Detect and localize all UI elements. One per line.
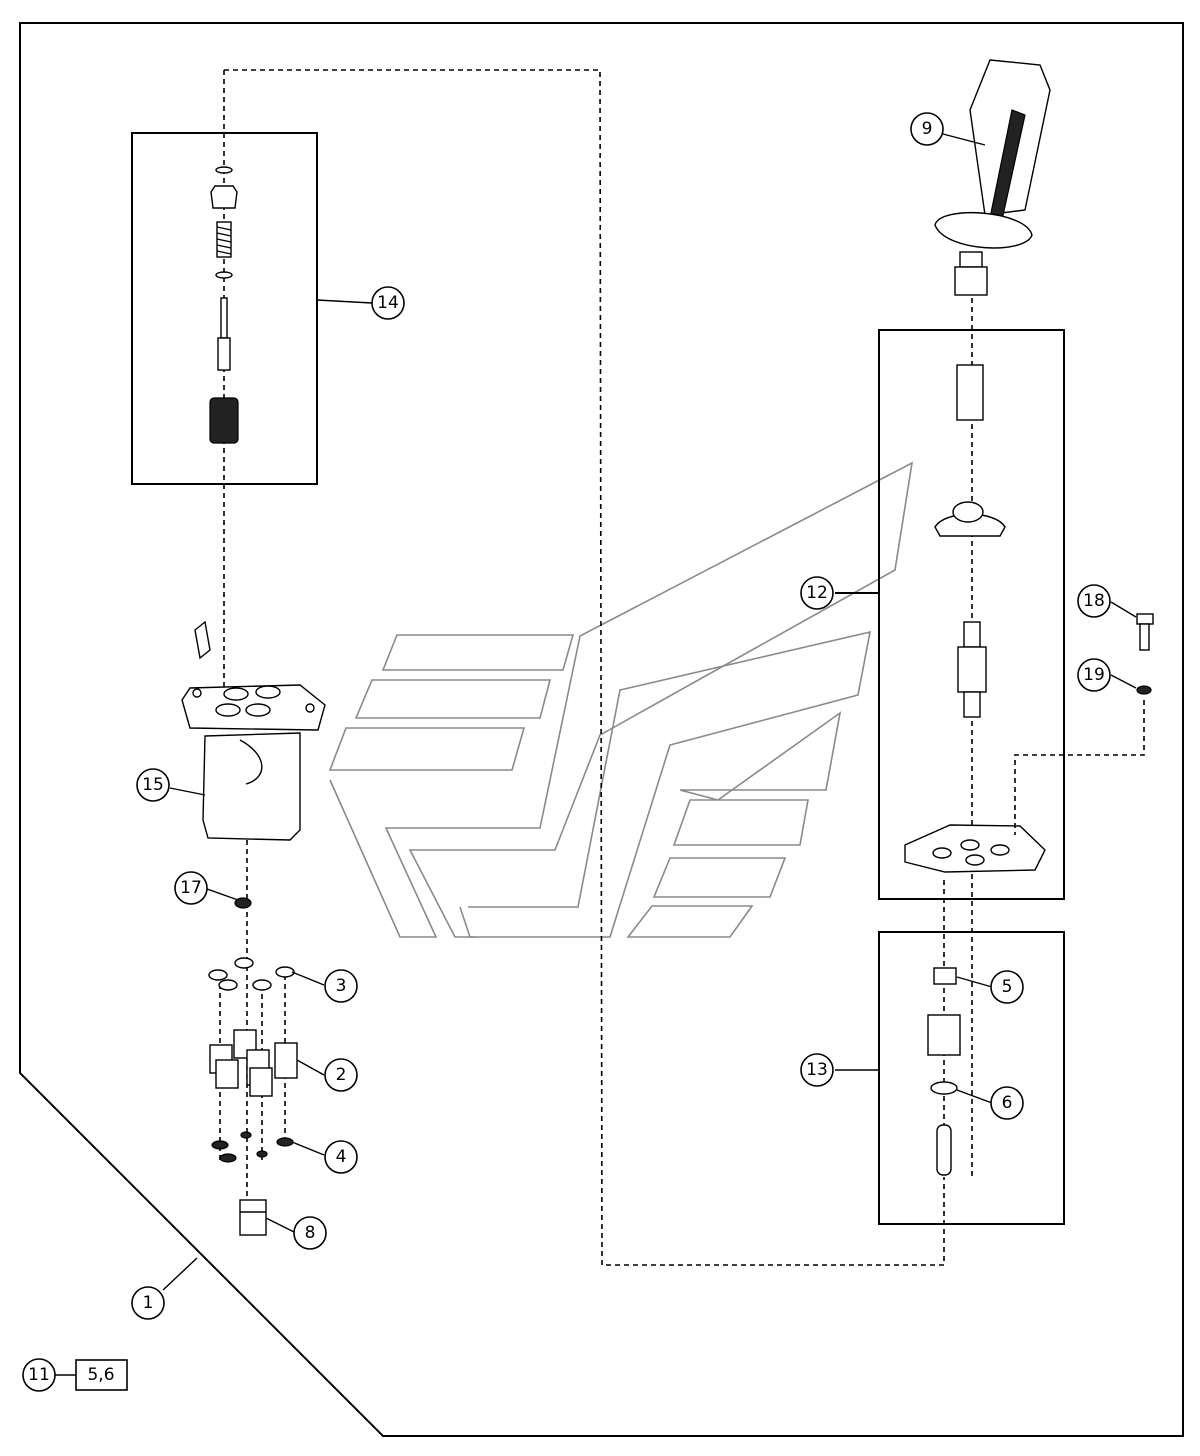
plunger-kit-parts xyxy=(927,967,961,1176)
callout-17-label: 17 xyxy=(180,878,202,898)
bolt-and-washer xyxy=(1136,613,1154,695)
leader-lines xyxy=(55,133,1137,1376)
joystick-handle-9 xyxy=(934,59,1051,296)
kit-box-13 xyxy=(878,931,1065,1225)
callout-17: 17 xyxy=(174,871,208,905)
callout-14: 14 xyxy=(371,286,405,320)
handle-mechanism-parts xyxy=(904,364,1046,873)
callout-19: 19 xyxy=(1077,658,1111,692)
callout-4: 4 xyxy=(324,1140,358,1174)
callout-6-label: 6 xyxy=(1002,1093,1013,1113)
callout-15-label: 15 xyxy=(142,775,164,795)
callout-1-label: 1 xyxy=(143,1293,154,1313)
callout-11-label: 11 xyxy=(28,1365,50,1385)
callout-14-label: 14 xyxy=(377,293,399,313)
housing-15 xyxy=(181,620,326,841)
callout-5: 5 xyxy=(990,970,1024,1004)
pilot-cartridge-parts xyxy=(209,166,239,444)
reference-box: 5,6 xyxy=(75,1359,128,1391)
reference-box-label: 5,6 xyxy=(87,1365,114,1385)
callout-1: 1 xyxy=(131,1286,165,1320)
callout-12-label: 12 xyxy=(806,583,828,603)
assembly-outline xyxy=(19,22,1184,1437)
seal-washers-and-plugs xyxy=(208,897,298,1236)
callout-19-label: 19 xyxy=(1083,665,1105,685)
callout-2-label: 2 xyxy=(336,1065,347,1085)
callout-9: 9 xyxy=(910,112,944,146)
callout-18-label: 18 xyxy=(1083,591,1105,611)
callout-2: 2 xyxy=(324,1058,358,1092)
callout-11: 11 xyxy=(22,1358,56,1392)
callout-8-label: 8 xyxy=(305,1223,316,1243)
kit-box-12 xyxy=(878,329,1065,900)
callout-4-label: 4 xyxy=(336,1147,347,1167)
callout-13: 13 xyxy=(800,1053,834,1087)
callout-9-label: 9 xyxy=(922,119,933,139)
callout-5-label: 5 xyxy=(1002,977,1013,997)
callout-3-label: 3 xyxy=(336,976,347,996)
callout-3: 3 xyxy=(324,969,358,1003)
callout-12: 12 xyxy=(800,576,834,610)
callout-8: 8 xyxy=(293,1216,327,1250)
kit-box-14 xyxy=(131,132,318,485)
callout-13-label: 13 xyxy=(806,1060,828,1080)
callout-6: 6 xyxy=(990,1086,1024,1120)
watermark-logo xyxy=(328,461,914,938)
callout-15: 15 xyxy=(136,768,170,802)
callout-18: 18 xyxy=(1077,584,1111,618)
